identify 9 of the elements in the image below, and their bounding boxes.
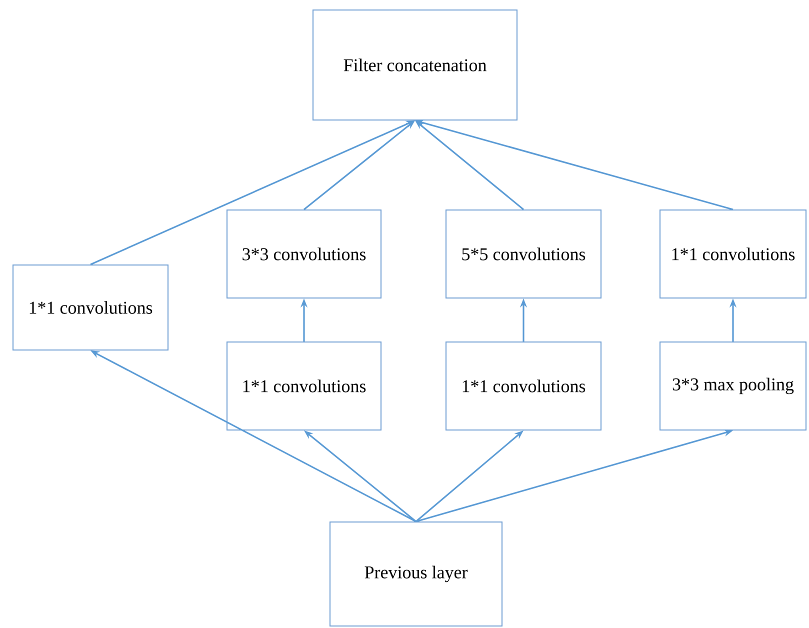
layer-box: 3*3 convolutions bbox=[226, 210, 382, 298]
layer-box: 5*5 convolutions bbox=[446, 210, 602, 298]
layer-box: 1*1 convolutions bbox=[226, 341, 382, 430]
layer-box: 1*1 convolutions bbox=[12, 264, 168, 350]
layer-box: Filter concatenation bbox=[312, 9, 518, 120]
layer-box: 1*1 convolutions bbox=[660, 210, 806, 298]
layer-box: 3*3 max pooling bbox=[660, 341, 806, 430]
layer-box: Previous layer bbox=[330, 521, 502, 626]
layer-box: 1*1 convolutions bbox=[446, 341, 602, 430]
